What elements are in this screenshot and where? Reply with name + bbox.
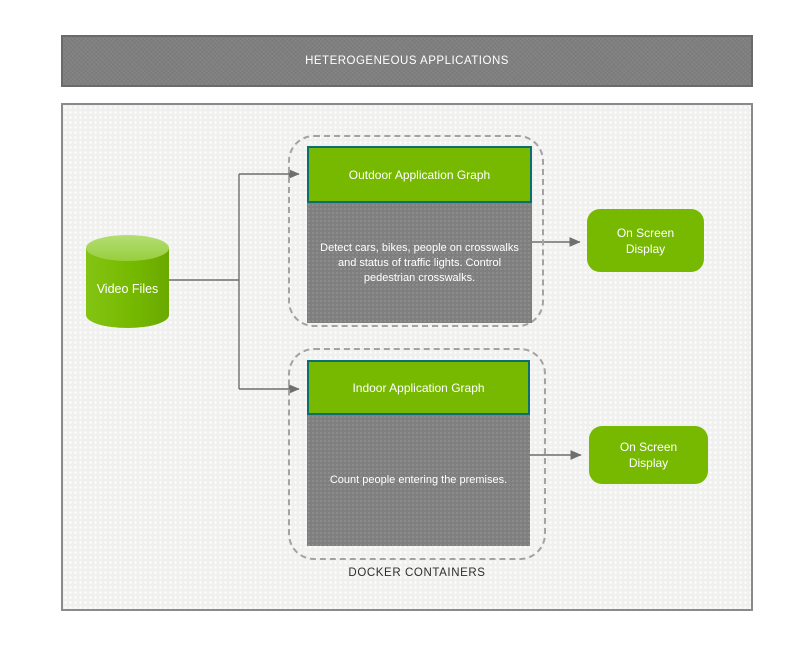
video-files-node: Video Files — [86, 235, 169, 328]
indoor-docker-container — [288, 348, 546, 560]
outdoor-graph-body: Detect cars, bikes, people on crosswalks… — [307, 203, 532, 323]
outdoor-docker-container — [288, 135, 544, 327]
outdoor-graph-header: Outdoor Application Graph — [307, 146, 532, 203]
osd-node-top: On Screen Display — [587, 209, 704, 272]
indoor-graph-description: Count people entering the premises. — [329, 474, 508, 486]
osd-bottom-label: On Screen Display — [619, 440, 678, 470]
outdoor-graph-title: Outdoor Application Graph — [348, 167, 491, 182]
outdoor-graph-description: Detect cars, bikes, people on crosswalks… — [320, 241, 519, 284]
header-banner: HETEROGENEOUS APPLICATIONS — [61, 35, 753, 87]
video-files-label: Video Files — [96, 281, 159, 296]
indoor-graph-header: Indoor Application Graph — [307, 360, 530, 415]
osd-node-bottom: On Screen Display — [589, 426, 708, 484]
indoor-graph-title: Indoor Application Graph — [352, 380, 485, 395]
osd-top-label: On Screen Display — [616, 225, 675, 256]
docker-containers-label: DOCKER CONTAINERS — [348, 567, 486, 579]
header-title: HETEROGENEOUS APPLICATIONS — [305, 55, 509, 67]
indoor-graph-body: Count people entering the premises. — [307, 415, 530, 546]
database-cylinder-icon — [86, 235, 169, 328]
